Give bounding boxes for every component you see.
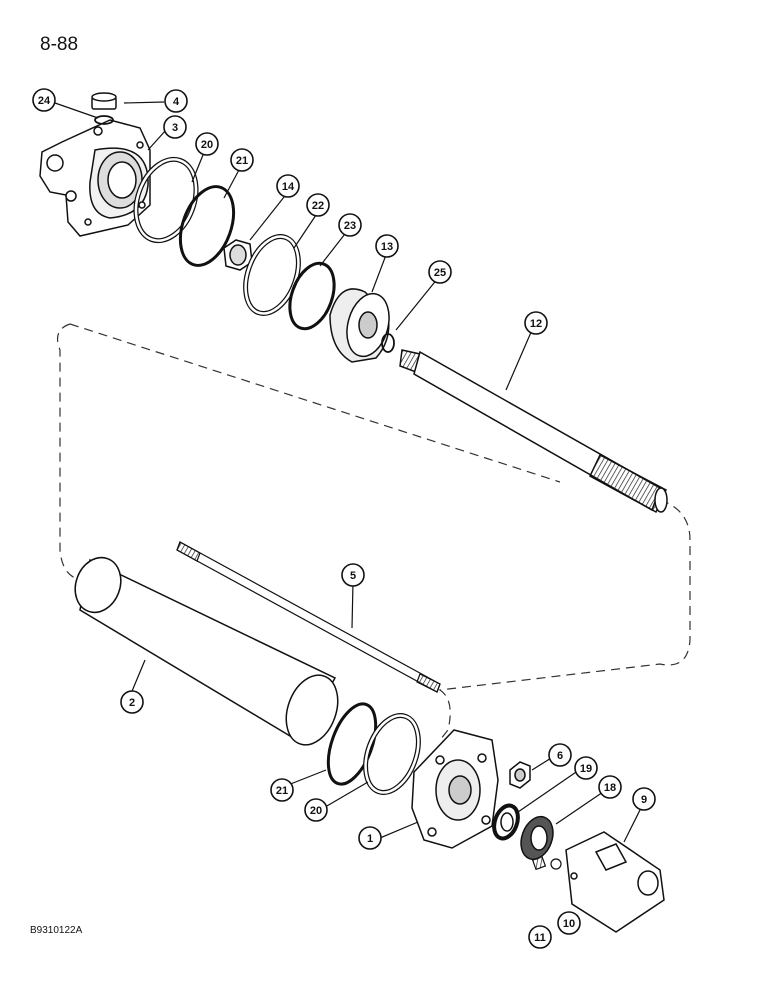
plug (91, 92, 117, 110)
head-end-cap (39, 119, 151, 237)
callout-c22: 22 (306, 193, 330, 217)
assembly-dashed-line (57, 323, 691, 741)
tie-rod-nut (509, 761, 531, 789)
callout-circle (528, 925, 552, 949)
callout-label: 2 (129, 697, 135, 709)
callout-label: 9 (641, 794, 647, 806)
callout-circle (195, 132, 219, 156)
callout-c1: 1 (358, 826, 382, 850)
callout-c10: 10 (557, 911, 581, 935)
callout-circle (341, 563, 365, 587)
callout-circle (428, 260, 452, 284)
callout-circle (358, 826, 382, 850)
callout-c18: 18 (598, 775, 622, 799)
callout-circle (276, 174, 300, 198)
callout-circle (574, 756, 598, 780)
callout-c11: 11 (528, 925, 552, 949)
callout-circle (32, 88, 56, 112)
callout-label: 11 (534, 932, 546, 944)
callout-label: 1 (367, 833, 373, 845)
callout-c20a: 20 (195, 132, 219, 156)
callout-label: 25 (434, 267, 446, 279)
callout-c24: 24 (32, 88, 56, 112)
cylinder-barrel (74, 556, 339, 746)
tie-rod (176, 541, 441, 693)
callout-label: 22 (312, 200, 324, 212)
callout-label: 4 (173, 96, 180, 108)
o-ring-lower (326, 702, 378, 786)
callout-label: 12 (530, 318, 542, 330)
page-number: 8-88 (40, 34, 79, 55)
rod-o-ring (381, 333, 395, 353)
callout-circle (375, 234, 399, 258)
callout-c14: 14 (276, 174, 300, 198)
callout-circle (163, 115, 187, 139)
callout-c23: 23 (338, 213, 362, 237)
ball (550, 858, 562, 870)
rod-seal (520, 815, 554, 861)
plug-o-ring (94, 115, 114, 125)
callout-label: 5 (350, 570, 356, 582)
callout-c13: 13 (375, 234, 399, 258)
callout-circle (270, 778, 294, 802)
piston-nut (223, 239, 253, 271)
callout-circle (304, 798, 328, 822)
callout-c3: 3 (163, 115, 187, 139)
callout-circle (557, 911, 581, 935)
callout-circle (632, 787, 656, 811)
callout-label: 10 (563, 918, 575, 930)
o-ring-23 (288, 261, 336, 331)
callout-circle (164, 89, 188, 113)
callout-c2: 2 (120, 690, 144, 714)
wiper-seal (492, 803, 520, 841)
callout-c20b: 20 (304, 798, 328, 822)
callout-label: 14 (282, 181, 295, 193)
callout-c25: 25 (428, 260, 452, 284)
callout-circle (524, 311, 548, 335)
callout-label: 23 (344, 220, 356, 232)
callout-circle (120, 690, 144, 714)
piston (329, 288, 390, 363)
callout-c12: 12 (524, 311, 548, 335)
callout-label: 20 (201, 139, 213, 151)
callout-label: 24 (38, 95, 51, 107)
callout-c6: 6 (548, 743, 572, 767)
callout-label: 6 (557, 750, 563, 762)
callout-label: 19 (580, 763, 592, 775)
callout-label: 13 (381, 241, 393, 253)
callout-circle (230, 148, 254, 172)
grease-fitting (531, 855, 547, 871)
callout-label: 21 (236, 155, 248, 167)
callout-c19: 19 (574, 756, 598, 780)
callout-c21a: 21 (230, 148, 254, 172)
callout-c21b: 21 (270, 778, 294, 802)
callout-circle (548, 743, 572, 767)
callout-label: 21 (276, 785, 288, 797)
rod-clevis (565, 831, 665, 933)
callout-label: 18 (604, 782, 616, 794)
figure-code: B9310122A (30, 925, 83, 936)
callout-c9: 9 (632, 787, 656, 811)
callout-c4: 4 (164, 89, 188, 113)
callout-label: 3 (172, 122, 178, 134)
callout-label: 20 (310, 805, 322, 817)
o-ring-top (178, 185, 236, 267)
callout-circle (338, 213, 362, 237)
leader-lines (54, 101, 643, 843)
callout-c5: 5 (341, 563, 365, 587)
callout-circle (598, 775, 622, 799)
piston-rod (399, 349, 668, 514)
callout-circle (306, 193, 330, 217)
rod-end-cap (411, 729, 499, 849)
